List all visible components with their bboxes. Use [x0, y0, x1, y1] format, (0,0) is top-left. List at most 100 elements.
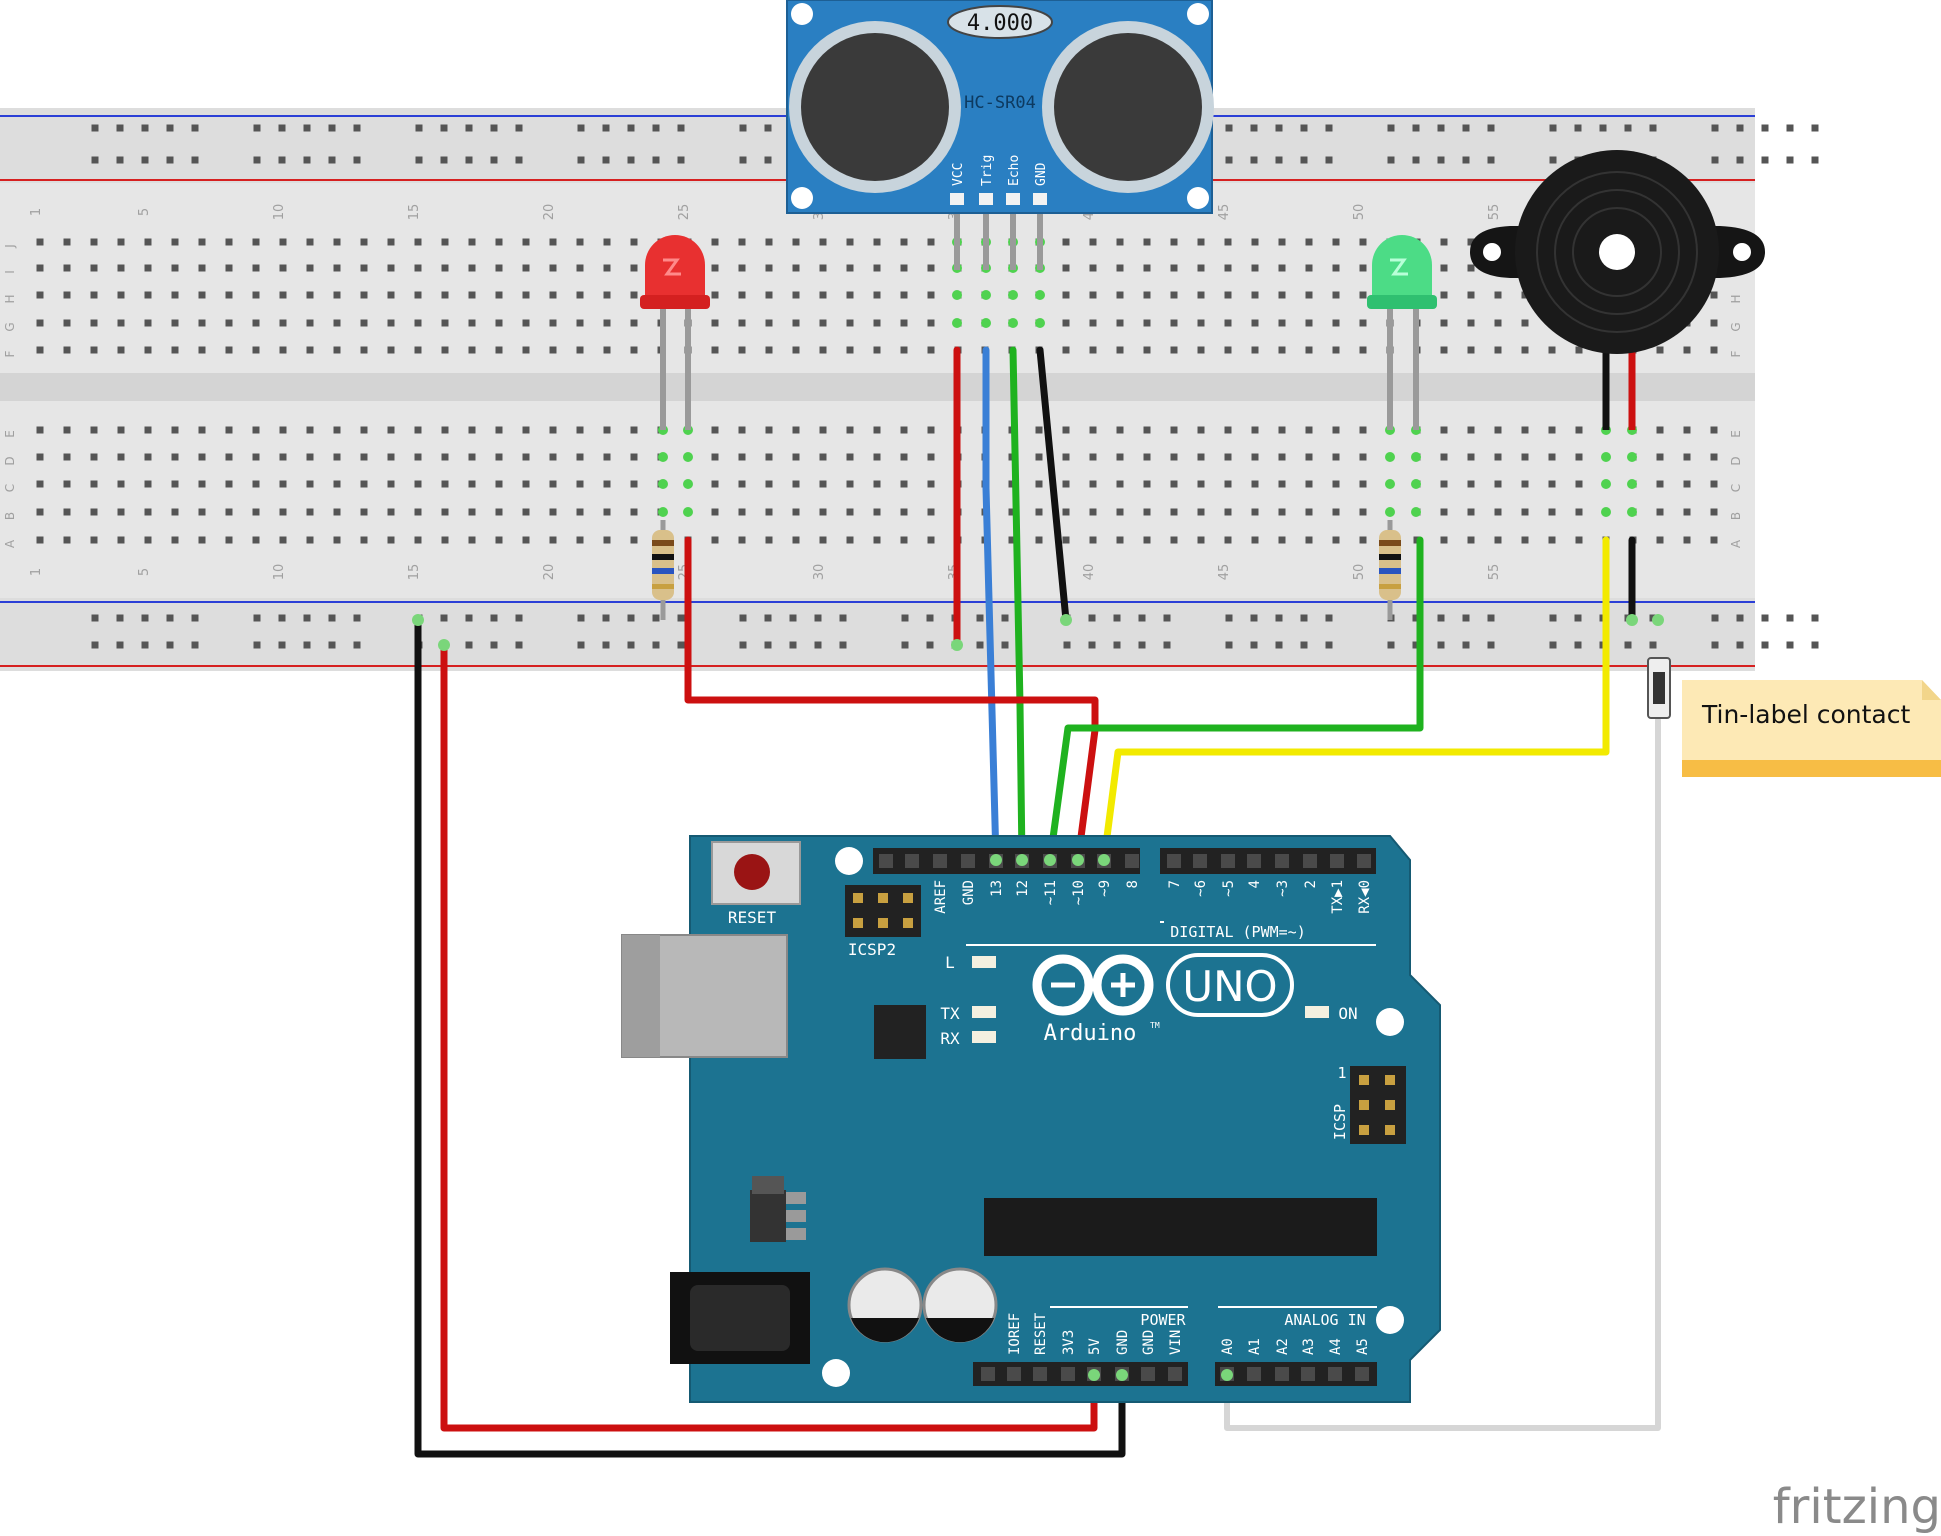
sensor-pin-label: Trig [980, 155, 995, 186]
pin-label: A4 [1328, 1338, 1344, 1355]
pin-socket[interactable] [1247, 854, 1261, 868]
arduino-logo [1032, 954, 1154, 1016]
led-tx-label: TX [940, 1004, 960, 1023]
pin-socket[interactable] [1125, 854, 1139, 868]
bottom-power-rail [0, 598, 1755, 671]
trademark-label: TM [1150, 1021, 1160, 1030]
column-number: 45 [1217, 204, 1232, 221]
pin-socket[interactable] [1167, 854, 1181, 868]
uno-label: UNO [1182, 962, 1277, 1011]
tin-contact-part [1647, 657, 1671, 719]
pin-label: 7 [1167, 880, 1183, 888]
reset-button-cap[interactable] [734, 854, 770, 890]
column-number: 45 [1217, 564, 1232, 581]
arduino-logo-text: Arduino [1044, 1021, 1137, 1046]
pin-label: RX◀0 [1357, 880, 1373, 914]
pin-socket[interactable] [1301, 1367, 1315, 1381]
pin-label: ~6 [1193, 880, 1209, 897]
row-letter: D [1729, 456, 1743, 465]
power-header [973, 1362, 1188, 1386]
row-letter: A [1729, 539, 1743, 548]
wire-buzzer-to-pin9 [1100, 536, 1610, 864]
power-analog-sockets [981, 1367, 1369, 1381]
row-letter: F [1729, 350, 1743, 357]
pin-label: 2 [1303, 880, 1319, 888]
wire-sensor-trig [982, 346, 1000, 864]
center-channel [0, 373, 1755, 401]
column-number: 20 [542, 204, 557, 221]
column-number: 10 [272, 564, 287, 581]
row-letter: I [3, 270, 17, 274]
pin-socket[interactable] [933, 854, 947, 868]
row-letter: G [3, 322, 17, 331]
pin-socket[interactable] [1193, 854, 1207, 868]
pin-socket[interactable] [879, 854, 893, 868]
row-letter: E [1729, 430, 1743, 438]
sensor-model-label: HC-SR04 [964, 93, 1036, 113]
row-letter: E [3, 430, 17, 438]
column-number: 15 [407, 204, 422, 221]
sensor-pin-label: GND [1034, 162, 1049, 186]
pin-socket[interactable] [981, 1367, 995, 1381]
pin-socket[interactable] [905, 854, 919, 868]
column-number: 1 [29, 208, 44, 216]
column-number: 15 [407, 564, 422, 581]
resistor-1 [652, 520, 674, 620]
analog-header [1215, 1362, 1377, 1386]
sensor-pin-label: VCC [951, 163, 966, 186]
note-text: Tin-label contact [1701, 700, 1910, 729]
pin-label: 12 [1015, 880, 1031, 897]
pin-socket[interactable] [1061, 1367, 1075, 1381]
pin-socket[interactable] [1247, 1367, 1261, 1381]
pin-label: 4 [1247, 880, 1263, 888]
column-number: 30 [812, 564, 827, 581]
pin-socket[interactable] [1007, 1367, 1021, 1381]
column-number: 50 [1352, 564, 1367, 581]
sensor-crystal [947, 5, 1053, 39]
icsp-label: ICSP [1331, 1104, 1349, 1140]
column-number: 5 [137, 208, 152, 216]
pin-label: A0 [1220, 1338, 1236, 1355]
wire-green-led-to-pin11 [1046, 536, 1424, 864]
column-number: 10 [272, 204, 287, 221]
pin-socket[interactable] [961, 854, 975, 868]
row-letter: B [3, 512, 17, 520]
pin-label: 8 [1125, 880, 1141, 888]
pin-socket[interactable] [1168, 1367, 1182, 1381]
pin-label: A1 [1247, 1338, 1263, 1355]
pin-socket[interactable] [1303, 854, 1317, 868]
pin-label: RESET [1033, 1312, 1049, 1355]
pin-socket[interactable] [1330, 854, 1344, 868]
column-number: 40 [1082, 564, 1097, 581]
pin-socket[interactable] [1275, 1367, 1289, 1381]
pin-label: A5 [1355, 1338, 1371, 1355]
wire-gnd-rail [414, 616, 1126, 1458]
reset-label: RESET [728, 908, 777, 927]
resistor-2 [1379, 520, 1401, 620]
row-letter: F [3, 350, 17, 357]
icsp-pin1-label: 1 [1337, 1064, 1346, 1082]
pin-socket[interactable] [1355, 1367, 1369, 1381]
pin-socket[interactable] [1328, 1367, 1342, 1381]
led-rx-label: RX [940, 1029, 960, 1048]
pin-label: GND [1141, 1330, 1157, 1355]
pin-socket[interactable] [1357, 854, 1371, 868]
row-letter: D [3, 456, 17, 465]
row-letter: B [1729, 512, 1743, 520]
pin-socket[interactable] [1141, 1367, 1155, 1381]
pin-label: TX▶1 [1330, 880, 1346, 914]
pin-label: ~5 [1221, 880, 1237, 897]
arduino-board [689, 835, 1441, 1403]
pin-socket[interactable] [1033, 1367, 1047, 1381]
red-led [640, 235, 710, 430]
row-letter: C [1729, 484, 1743, 492]
row-letter: H [3, 294, 17, 303]
pin-socket[interactable] [1221, 854, 1235, 868]
row-letter: A [3, 539, 17, 548]
pin-socket[interactable] [1275, 854, 1289, 868]
on-label: ON [1338, 1004, 1357, 1023]
